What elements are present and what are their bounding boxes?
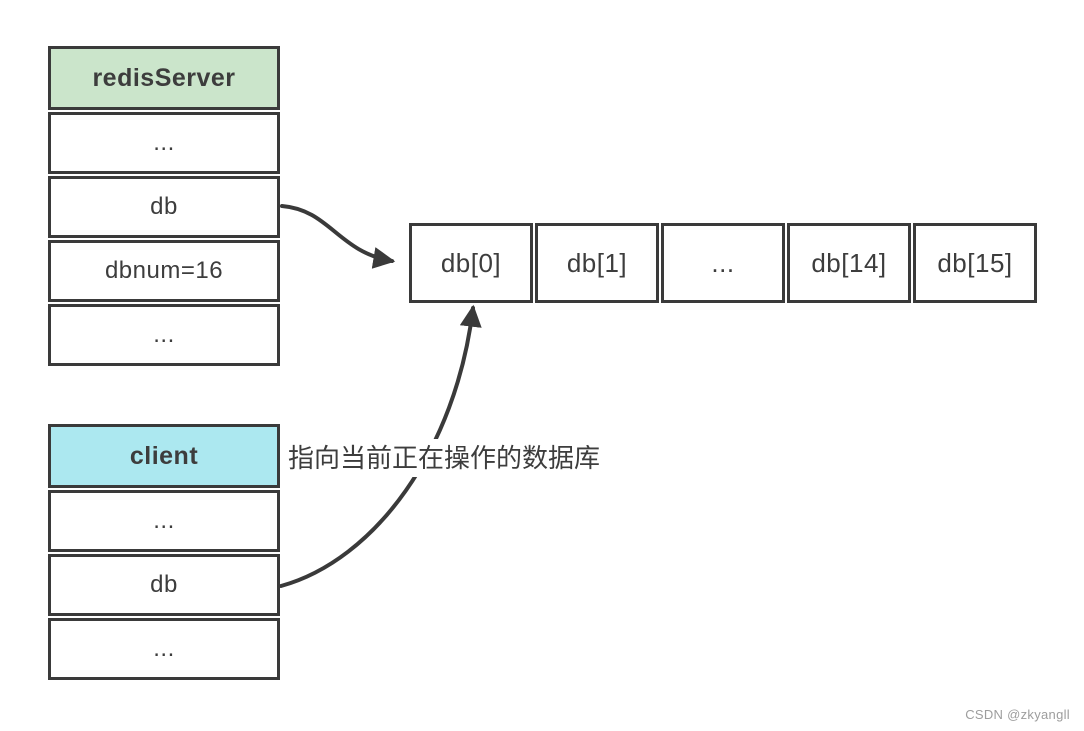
watermark: CSDN @zkyangll: [965, 707, 1070, 722]
client-table: client ... db ...: [48, 424, 280, 680]
db-array: db[0] db[1] ... db[14] db[15]: [409, 223, 1037, 303]
redis-server-table: redisServer ... db dbnum=16 ...: [48, 46, 280, 366]
table-row-db: db: [48, 176, 280, 238]
array-cell-db1: db[1]: [535, 223, 659, 303]
arrow-server-db-to-array: [280, 204, 396, 269]
table-row: ...: [48, 490, 280, 552]
client-header: client: [48, 424, 280, 488]
array-cell-db14: db[14]: [787, 223, 911, 303]
array-cell-db0: db[0]: [409, 223, 533, 303]
table-row: ...: [48, 618, 280, 680]
table-row-db: db: [48, 554, 280, 616]
annotation-label: 指向当前正在操作的数据库: [285, 439, 604, 477]
array-cell-ellipsis: ...: [661, 223, 785, 303]
table-row: ...: [48, 304, 280, 366]
table-row-dbnum: dbnum=16: [48, 240, 280, 302]
table-row: ...: [48, 112, 280, 174]
redis-server-header: redisServer: [48, 46, 280, 110]
array-cell-db15: db[15]: [913, 223, 1037, 303]
